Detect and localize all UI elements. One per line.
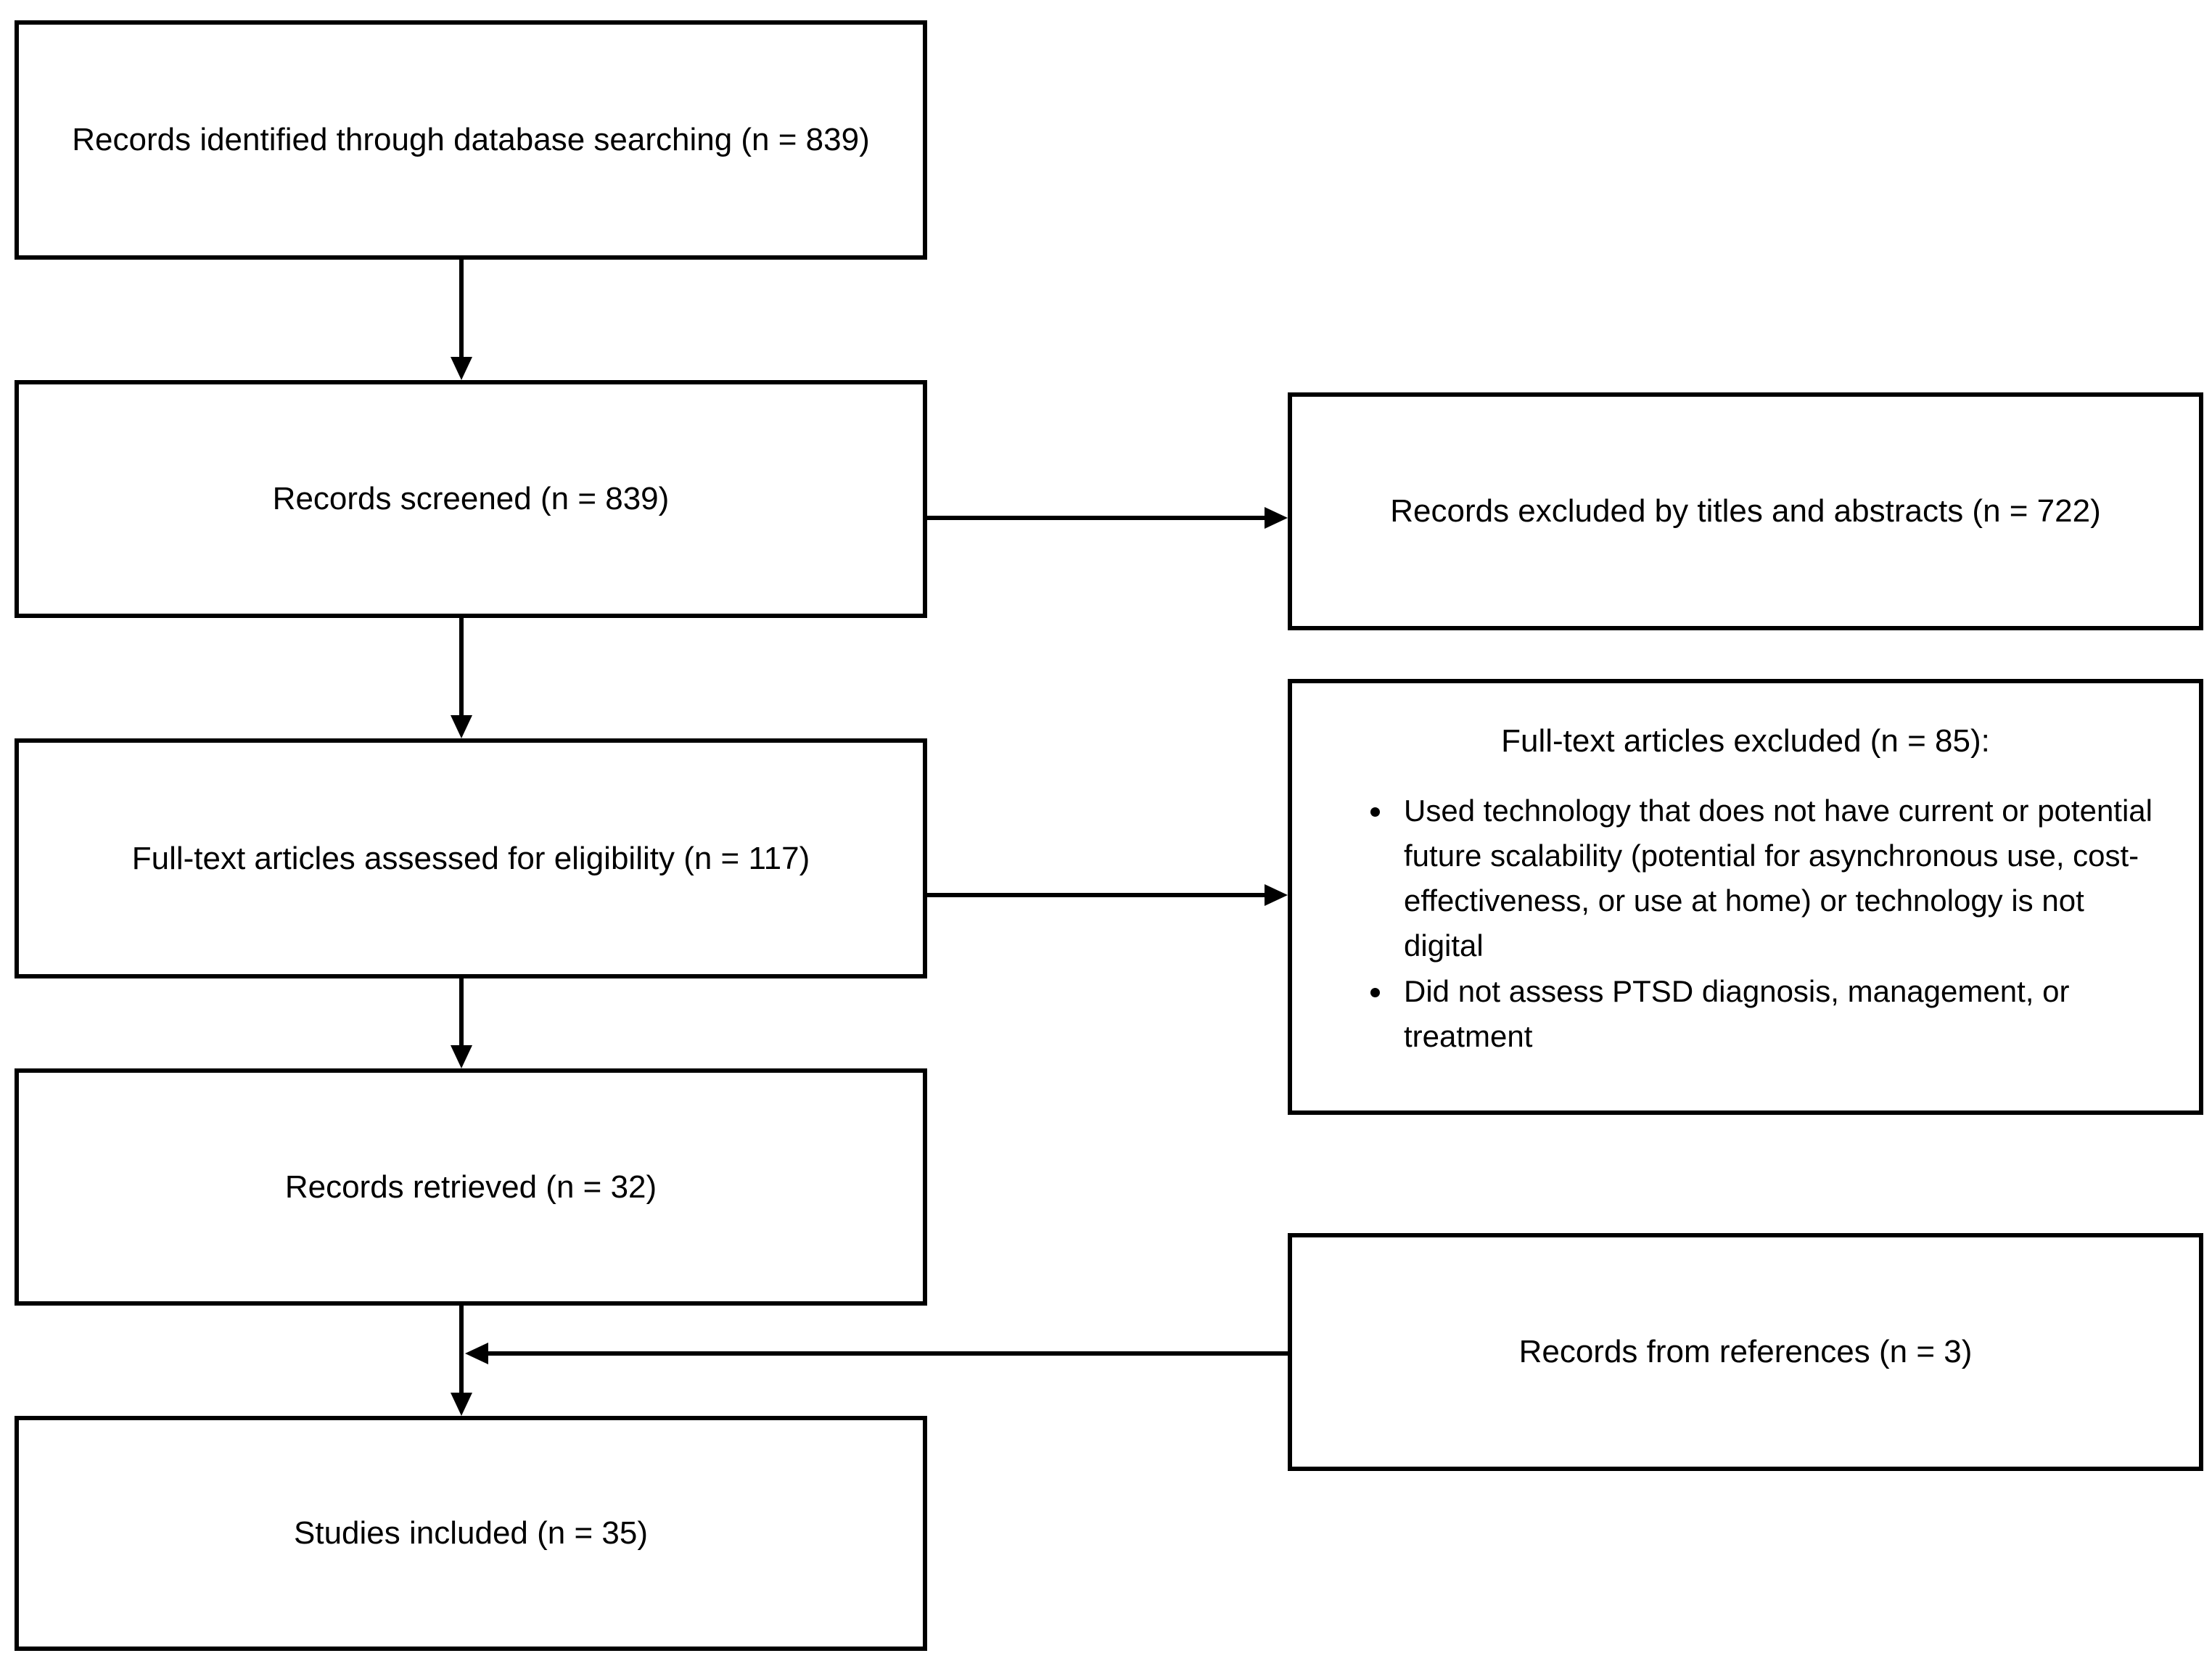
box-records-excluded-titles-abstracts-label: Records excluded by titles and abstracts… <box>1390 493 2101 529</box>
box-records-from-references-label: Records from references (n = 3) <box>1518 1334 1973 1370</box>
connector-fulltext-to-retrieved-line <box>459 978 464 1047</box>
box-records-retrieved-label: Records retrieved (n = 32) <box>284 1169 657 1205</box>
connector-retrieved-to-included-line <box>459 1306 464 1394</box>
fulltext-excluded-reasons-list: Used technology that does not have curre… <box>1361 788 2170 1059</box>
connector-fulltext-to-retrieved-arrowhead-icon <box>451 1045 472 1068</box>
connector-fulltext-to-excluded-arrowhead-icon <box>1265 884 1288 906</box>
box-records-screened: Records screened (n = 839) <box>15 380 927 618</box>
box-records-screened-label: Records screened (n = 839) <box>272 481 670 517</box>
connector-screened-to-fulltext-arrowhead-icon <box>451 715 472 738</box>
connector-references-to-included-line <box>488 1351 1288 1356</box>
box-records-excluded-titles-abstracts: Records excluded by titles and abstracts… <box>1288 392 2203 630</box>
connector-screened-to-excluded-arrowhead-icon <box>1265 507 1288 529</box>
connector-screened-to-fulltext-line <box>459 618 464 717</box>
box-fulltext-assessed-label: Full-text articles assessed for eligibil… <box>131 840 810 876</box>
fulltext-excluded-reason-item: Did not assess PTSD diagnosis, managemen… <box>1394 969 2155 1059</box>
fulltext-excluded-reason-item: Used technology that does not have curre… <box>1394 788 2155 969</box>
box-fulltext-excluded: Full-text articles excluded (n = 85): Us… <box>1288 679 2203 1115</box>
connector-references-to-included-arrowhead-icon <box>465 1343 488 1364</box>
connector-retrieved-to-included-arrowhead-icon <box>451 1393 472 1416</box>
box-studies-included: Studies included (n = 35) <box>15 1416 927 1651</box>
box-records-identified-label: Records identified through database sear… <box>72 122 870 158</box>
box-records-retrieved: Records retrieved (n = 32) <box>15 1068 927 1306</box>
box-records-identified: Records identified through database sear… <box>15 20 927 260</box>
box-fulltext-assessed: Full-text articles assessed for eligibil… <box>15 738 927 978</box>
box-studies-included-label: Studies included (n = 35) <box>294 1515 648 1551</box>
connector-screened-to-excluded-line <box>927 516 1266 520</box>
connector-fulltext-to-excluded-line <box>927 893 1266 897</box>
box-records-from-references: Records from references (n = 3) <box>1288 1233 2203 1471</box>
box-fulltext-excluded-heading: Full-text articles excluded (n = 85): <box>1501 723 1990 759</box>
connector-identified-to-screened-arrowhead-icon <box>451 357 472 380</box>
connector-identified-to-screened-line <box>459 260 464 360</box>
